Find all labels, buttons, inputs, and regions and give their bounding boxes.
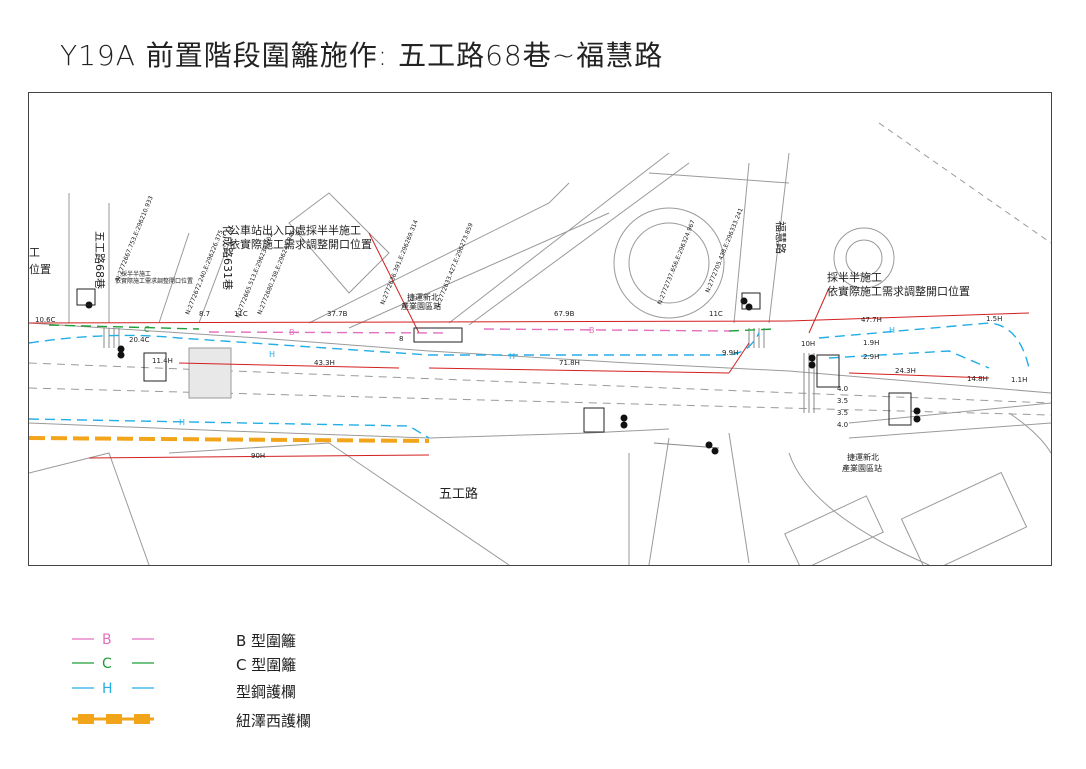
legend-row-c-fence: C: [70, 652, 180, 674]
dim-label: 67.9B: [554, 310, 575, 318]
dim-label: 10.6C: [35, 316, 56, 324]
dim-label: 43.3H: [314, 359, 335, 367]
note-small-line-2: 依實際施工需求調整開口位置: [115, 277, 193, 285]
legend-label-c: C 型圍籬: [236, 656, 297, 674]
dim-label: 20.4C: [129, 336, 150, 344]
h-fence-line-2: [818, 322, 1030, 369]
fence-letter: B: [589, 326, 595, 335]
legend-label-jersey: 紐澤西護欄: [236, 712, 312, 730]
coord-label: N:2772737.656,E:296324.967: [656, 219, 696, 306]
note-small-line-1: 採半半施工: [121, 270, 151, 278]
left-edge-label-a: 工: [29, 246, 40, 259]
dimension-labels: 10.6C 20.4C 8.7 11C 37.7B 11.4H 43.3H 8 …: [35, 310, 1027, 460]
dim-label: 11C: [234, 310, 248, 318]
station-right-line-2: 產業園區站: [842, 463, 882, 473]
red-dimension-lines: [29, 232, 1030, 459]
h-fence-line-1: [29, 332, 760, 356]
fence-letter: B: [289, 328, 295, 337]
site-plan-drawing: 五工路68巷 化成路631巷 福慧路 五工路 工 位置 公車站出入口處採半半施工…: [29, 122, 1051, 565]
legend-symbol-h: H: [72, 681, 154, 697]
h-fence-line-3: [828, 350, 990, 369]
dim-label: 14.8H: [967, 375, 988, 383]
road-label-chenggong: 化成路631巷: [221, 225, 235, 290]
base-road-geometry: [29, 122, 1051, 565]
dim-label: 1.1H: [1011, 376, 1027, 384]
h-fence-line-4: [29, 418, 430, 439]
dim-label: 2.9H: [863, 353, 879, 361]
legend-row-h-guardrail: H: [70, 677, 180, 699]
coord-label: N:2772633.427,E:296273.859: [434, 222, 474, 309]
dim-label: 10H: [801, 340, 815, 348]
fence-letter: H: [179, 418, 185, 427]
note-bus-stop-line-1: 公車站出入口處採半半施工: [229, 223, 361, 237]
fence-letter: C: [144, 325, 150, 334]
dim-label: 9.9H: [722, 349, 738, 357]
c-fence-line-2: [728, 328, 775, 332]
road-label-wugong-lane: 五工路68巷: [93, 231, 106, 289]
fence-letter: H: [269, 350, 275, 359]
b-fence-line-2: [483, 328, 730, 332]
note-half-line-2: 依實際施工需求調整開口位置: [827, 284, 970, 298]
station-left-line-2: 產業園區站: [401, 301, 441, 311]
fence-line-letters: B B C H H H H: [144, 325, 895, 427]
dim-label: 90H: [251, 452, 265, 460]
dim-label: 4.0: [837, 385, 848, 393]
dim-label: 3.5: [837, 409, 848, 417]
coord-label: N:2772667.753,E:296210.933: [114, 195, 154, 282]
station-boxes: [76, 288, 912, 433]
dim-label: 4.0: [837, 421, 848, 429]
dim-label: 8.7: [199, 310, 210, 318]
fence-lines: [29, 322, 1030, 443]
dim-label: 3.5: [837, 397, 848, 405]
dim-label: 1.9H: [863, 339, 879, 347]
jersey-barrier-line: [29, 436, 430, 443]
coord-label: N:2772705.438,E:296333.241: [704, 207, 744, 294]
left-edge-label-b: 位置: [29, 262, 51, 276]
site-plan-map: 五工路68巷 化成路631巷 福慧路 五工路 工 位置 公車站出入口處採半半施工…: [28, 92, 1052, 566]
road-label-wugong: 五工路: [439, 486, 478, 502]
legend-letter: B: [102, 632, 112, 648]
legend-symbol-b: B: [72, 632, 154, 648]
dim-label: 24.3H: [895, 367, 916, 375]
legend-symbol-c: C: [72, 656, 154, 672]
station-right-line-1: 捷運新北: [847, 452, 879, 462]
road-label-fuhui: 福慧路: [774, 221, 788, 254]
note-bus-stop-line-2: 依實際施工需求調整開口位置: [229, 237, 372, 251]
legend-symbol-jersey: [72, 714, 154, 724]
note-half-line-1: 採半半施工: [827, 270, 882, 284]
dim-label: 1.5H: [986, 315, 1002, 323]
dim-label: 11.4H: [152, 357, 173, 365]
dim-label: 11C: [709, 310, 723, 318]
legend-label-b: B 型圍籬: [236, 632, 297, 650]
dim-label: 71.8H: [559, 359, 580, 367]
legend-letter: H: [102, 681, 113, 697]
page-title: Y19A 前置階段圍籬施作: 五工路68巷~福慧路: [60, 39, 664, 72]
fence-letter: H: [509, 352, 515, 361]
dim-label: 37.7B: [327, 310, 348, 318]
legend-row-b-fence: B: [70, 628, 180, 650]
b-fence-line-1: [208, 331, 450, 334]
legend-letter: C: [102, 656, 112, 672]
fence-letter: H: [889, 326, 895, 335]
coord-label: N:2772672.240,E:296226.375: [184, 229, 224, 316]
station-left-line-1: 捷運新北: [407, 292, 439, 302]
dim-label: 8: [399, 335, 403, 343]
legend-row-jersey-barrier: [70, 708, 180, 730]
dim-label: 47.7H: [861, 316, 882, 324]
c-fence-line-1: [48, 324, 200, 330]
legend-label-h: 型鋼護欄: [236, 683, 297, 701]
